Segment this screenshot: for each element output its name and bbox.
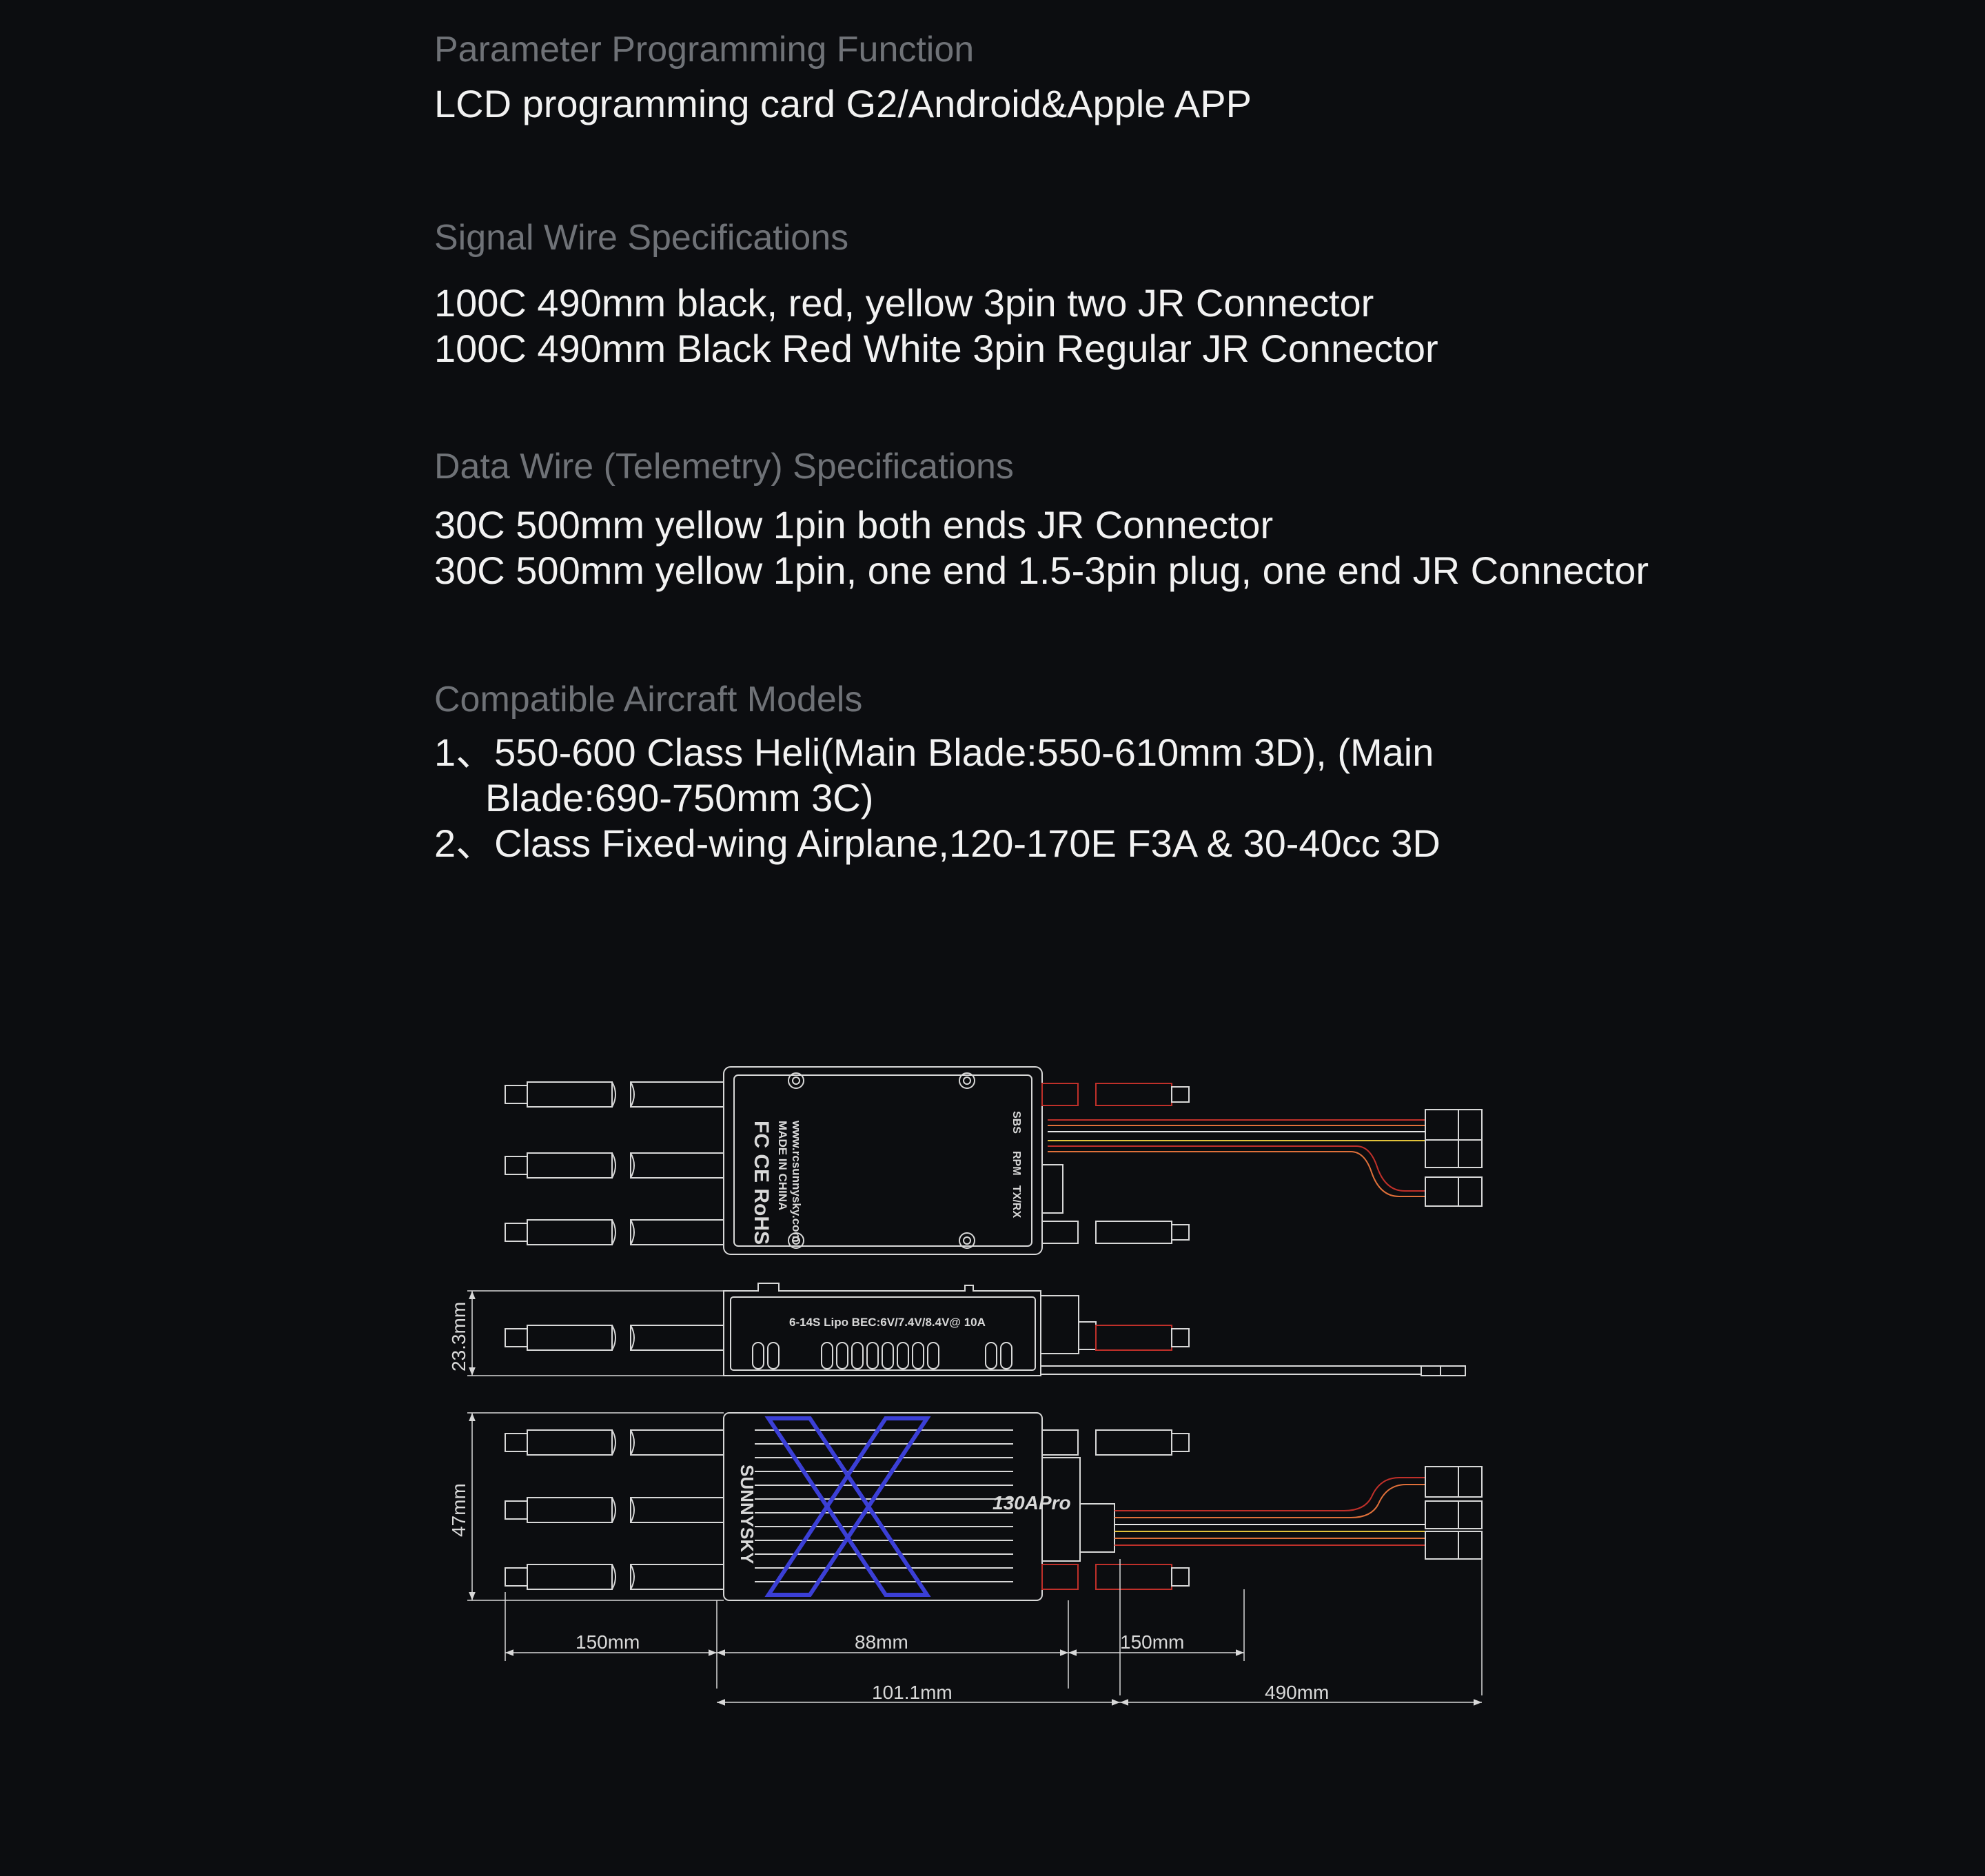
spec-line: 100C 490mm black, red, yellow 3pin two J…: [434, 281, 1374, 325]
port-txrx-label: TX/RX: [1010, 1185, 1022, 1218]
port-sbus-label: SBS: [1010, 1111, 1022, 1134]
spec-line: 30C 500mm yellow 1pin, one end 1.5-3pin …: [434, 549, 1649, 592]
spec-line: LCD programming card G2/Android&Apple AP…: [434, 82, 1252, 125]
bec-label: 6-14S Lipo BEC:6V/7.4V/8.4V@ 10A: [789, 1316, 986, 1329]
esc-dimension-drawing: FC CE RoHS MADE IN CHINA www.rcsunnysky.…: [441, 1054, 1503, 1716]
spec-line: 100C 490mm Black Red White 3pin Regular …: [434, 327, 1438, 370]
dimension-lines: [467, 1290, 1483, 1706]
section-heading: Parameter Programming Function: [434, 30, 975, 70]
section-heading: Data Wire (Telemetry) Specifications: [434, 447, 1014, 487]
vent-slots: [752, 1342, 1012, 1369]
section-programming: Parameter Programming Function LCD progr…: [434, 28, 1882, 127]
left-power-leads: [505, 1081, 724, 1245]
section-signal-wire: Signal Wire Specifications 100C 490mm bl…: [434, 216, 1882, 371]
bottom-view: [505, 1412, 1483, 1601]
website-label: www.rcsunnysky.com: [790, 1120, 803, 1243]
section-heading: Signal Wire Specifications: [434, 218, 849, 258]
brand-label: SUNNYSKY: [737, 1465, 757, 1564]
spec-line: 2、Class Fixed-wing Airplane,120-170E F3A…: [434, 822, 1441, 865]
top-view: [505, 1066, 1483, 1255]
x-logo: [764, 1416, 931, 1597]
spec-line: 1、550-600 Class Heli(Main Blade:550-610m…: [434, 731, 1434, 774]
dim-right-wire-label: 150mm: [1120, 1631, 1184, 1653]
dim-height-label: 23.3mm: [448, 1302, 469, 1372]
cert-marks-label: FC CE RoHS: [750, 1121, 773, 1245]
dim-left-wire-label: 150mm: [576, 1631, 640, 1653]
dim-total-label: 101.1mm: [872, 1682, 953, 1703]
side-view: [505, 1283, 1466, 1376]
dim-signal-wire-label: 490mm: [1265, 1682, 1329, 1703]
made-in-label: MADE IN CHINA: [776, 1121, 789, 1210]
model-label: 130APro: [993, 1492, 1071, 1513]
section-compatible-models: Compatible Aircraft Models 1、550-600 Cla…: [434, 677, 1882, 866]
section-data-wire: Data Wire (Telemetry) Specifications 30C…: [434, 445, 1882, 593]
spec-line: Blade:690-750mm 3C): [485, 776, 874, 819]
esc-drawing-svg: FC CE RoHS MADE IN CHINA www.rcsunnysky.…: [448, 1066, 1483, 1706]
spec-line: 30C 500mm yellow 1pin both ends JR Conne…: [434, 503, 1274, 547]
dim-body-label: 88mm: [855, 1631, 908, 1653]
dim-width-label: 47mm: [448, 1483, 469, 1537]
section-heading: Compatible Aircraft Models: [434, 680, 863, 720]
port-rpm-label: RPM: [1010, 1151, 1022, 1176]
